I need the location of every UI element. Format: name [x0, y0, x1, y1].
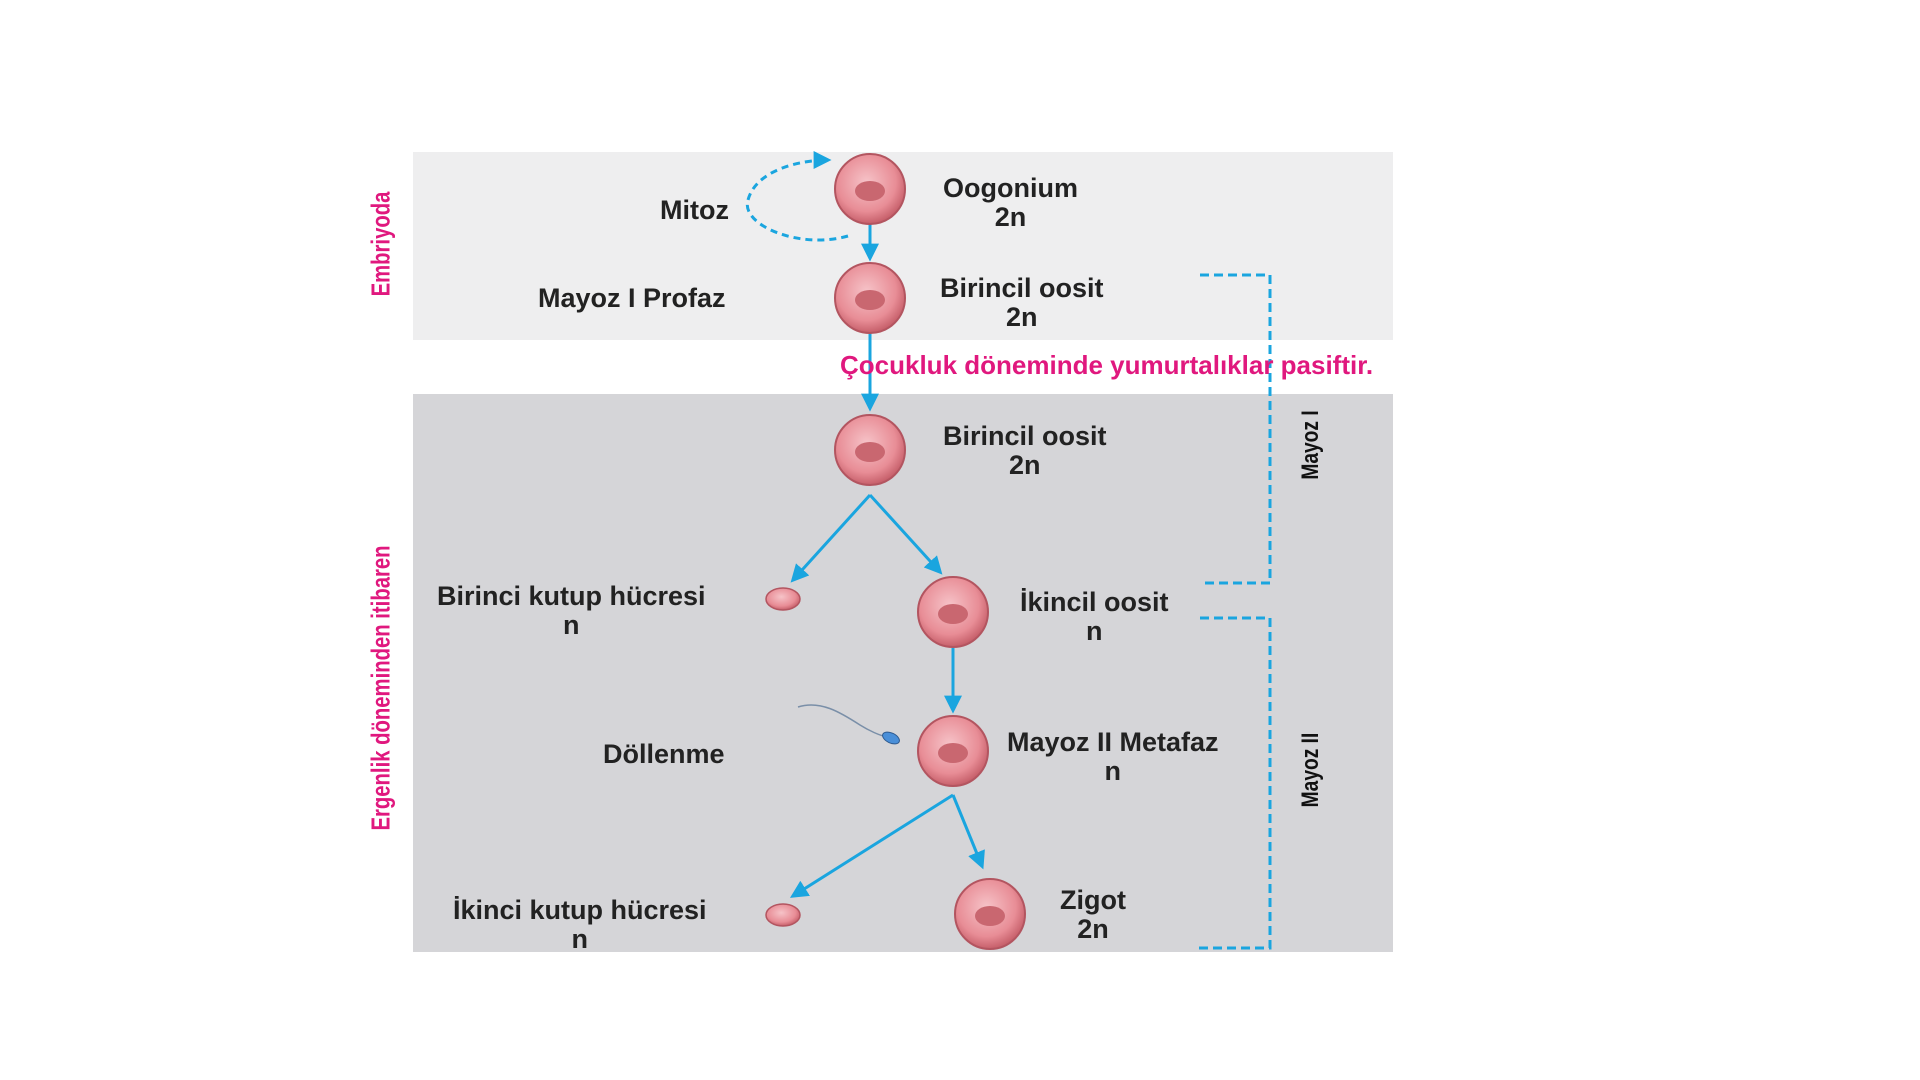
second-polar-body-label: İkinci kutup hücresi n — [453, 896, 707, 954]
arrow-split-left-2 — [789, 793, 954, 898]
mitosis-label: Mitoz — [660, 195, 729, 225]
puberty-phase-band — [413, 394, 1393, 952]
fertilization-label: Döllenme — [603, 739, 725, 769]
sperm-tail — [797, 704, 889, 738]
metaphase-ii-label: Mayoz II Metafaz n — [1007, 728, 1219, 786]
cell-zygote — [954, 878, 1026, 950]
metaphase-ii-ploidy: n — [1104, 756, 1122, 786]
second-polar-body-name: İkinci kutup hücresi — [453, 895, 707, 925]
zygote-name: Zigot — [1060, 885, 1126, 915]
arrow-split-left-1 — [790, 493, 872, 583]
phase-label-puberty: Ergenlik döneminden itibaren — [365, 545, 396, 831]
first-polar-body-label: Birinci kutup hücresi n — [437, 582, 706, 640]
arrow-split-right-2 — [951, 794, 985, 870]
childhood-note: Çocukluk döneminde yumurtalıklar pasifti… — [840, 350, 1374, 380]
primary-oocyte-embryo-name: Birincil oosit — [940, 273, 1104, 303]
secondary-oocyte-name: İkincil oosit — [1020, 587, 1169, 617]
secondary-oocyte-ploidy: n — [1086, 616, 1103, 646]
cell-secondary-oocyte — [917, 576, 989, 648]
primary-oocyte-puberty-name: Birincil oosit — [943, 421, 1107, 451]
second-polar-body-ploidy: n — [571, 924, 589, 954]
first-polar-body-ploidy: n — [563, 610, 580, 640]
zygote-label: Zigot 2n — [1060, 886, 1126, 944]
cell-primary-oocyte-embryo — [834, 262, 906, 334]
meiosis-ii-bracket — [1195, 616, 1272, 950]
cell-metaphase-ii — [917, 715, 989, 787]
secondary-oocyte-label: İkincil oosit n — [1020, 588, 1169, 646]
primary-oocyte-embryo-ploidy: 2n — [1006, 302, 1038, 332]
meiosis-ii-label: Mayoz II — [1297, 732, 1324, 808]
cell-oogonium — [834, 153, 906, 225]
first-polar-body-name: Birinci kutup hücresi — [437, 581, 706, 611]
oogonium-label: Oogonium 2n — [943, 174, 1078, 232]
phase-label-embryo: Embriyoda — [365, 191, 396, 297]
cell-first-polar-body — [765, 587, 801, 611]
arrow-split-right-1 — [868, 493, 943, 575]
meiosis-i-label: Mayoz I — [1297, 410, 1324, 480]
primary-oocyte-embryo-label: Birincil oosit 2n — [940, 274, 1104, 332]
primary-oocyte-puberty-label: Birincil oosit 2n — [943, 422, 1107, 480]
mitosis-loop-arrow — [745, 151, 849, 242]
zygote-ploidy: 2n — [1077, 914, 1109, 944]
sperm-head — [882, 731, 900, 745]
metaphase-ii-name: Mayoz II Metafaz — [1007, 727, 1219, 757]
cell-second-polar-body — [765, 903, 801, 927]
oogonium-name: Oogonium — [943, 173, 1078, 203]
meiosis-i-bracket — [1200, 273, 1272, 585]
primary-oocyte-puberty-ploidy: 2n — [1009, 450, 1041, 480]
prophase-label: Mayoz I Profaz — [538, 283, 726, 313]
oogonium-ploidy: 2n — [994, 202, 1027, 232]
cell-primary-oocyte-puberty — [834, 414, 906, 486]
